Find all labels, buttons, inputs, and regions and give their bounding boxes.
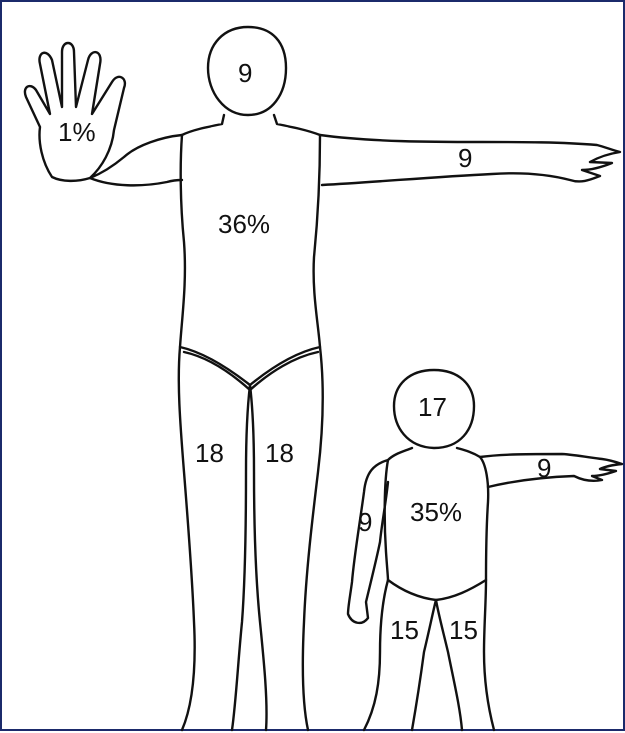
adult-hand <box>25 43 125 181</box>
child-right-arm-value: 9 <box>537 455 551 481</box>
adult-left-leg-value: 18 <box>195 440 224 466</box>
adult-head-value: 9 <box>238 60 252 86</box>
adult-legs <box>179 347 323 730</box>
adult-arm-value: 9 <box>458 145 472 171</box>
child-left-arm <box>348 460 388 623</box>
child-left-arm-value: 9 <box>358 509 372 535</box>
child-figure <box>348 370 622 730</box>
child-trunk-value: 35% <box>410 499 462 525</box>
adult-torso <box>180 115 320 385</box>
child-legs <box>364 580 494 730</box>
child-right-leg-value: 15 <box>449 617 478 643</box>
child-head-value: 17 <box>418 394 447 420</box>
adult-hand-value: 1% <box>58 119 96 145</box>
adult-right-leg-value: 18 <box>265 440 294 466</box>
child-left-leg-value: 15 <box>390 617 419 643</box>
adult-trunk-value: 36% <box>218 211 270 237</box>
adult-figure <box>25 27 620 730</box>
